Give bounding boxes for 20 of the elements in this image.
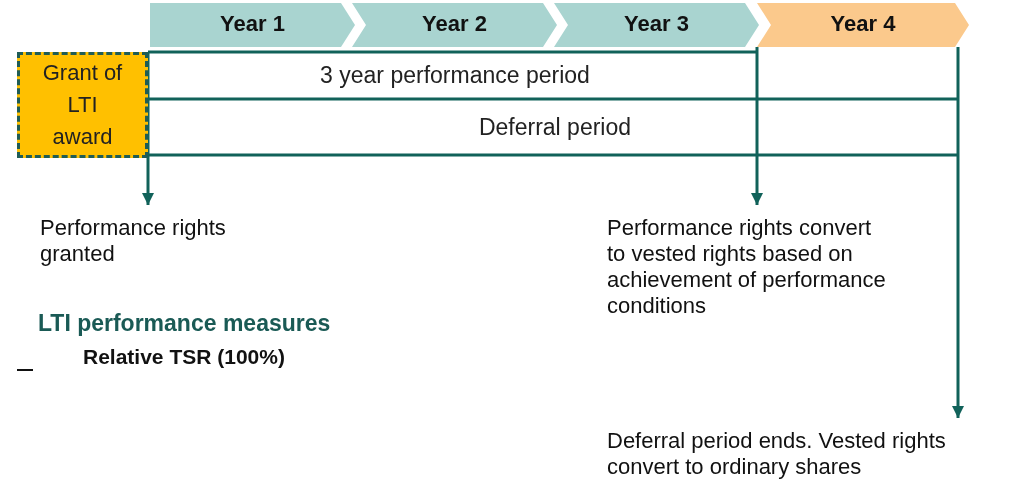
arrow — [142, 158, 154, 205]
grant-label: Grant of LTI award — [41, 59, 124, 151]
section-heading: LTI performance measures — [38, 310, 331, 336]
period-label: Deferral period — [477, 113, 633, 141]
arrow — [751, 47, 763, 205]
year-label: Year 3 — [623, 10, 690, 38]
period-label: 3 year performance period — [319, 61, 591, 89]
grant-box — [17, 52, 148, 158]
year-segment — [150, 3, 355, 47]
milestone-note: Performance rights granted — [40, 215, 227, 267]
year-label: Year 2 — [421, 10, 488, 38]
year-label: Year 4 — [829, 10, 897, 38]
year-label: Year 1 — [219, 10, 286, 38]
milestone-note: Performance rights convert to vested rights based on achievement of performance conditions — [607, 215, 887, 319]
measure-item: Relative TSR (100%) — [83, 344, 285, 370]
year-segment — [757, 3, 969, 47]
year-segment — [352, 3, 557, 47]
arrow — [952, 47, 964, 418]
year-segment — [554, 3, 759, 47]
milestone-note: Deferral period ends. Vested rights convert to ordinary shares — [607, 428, 947, 480]
